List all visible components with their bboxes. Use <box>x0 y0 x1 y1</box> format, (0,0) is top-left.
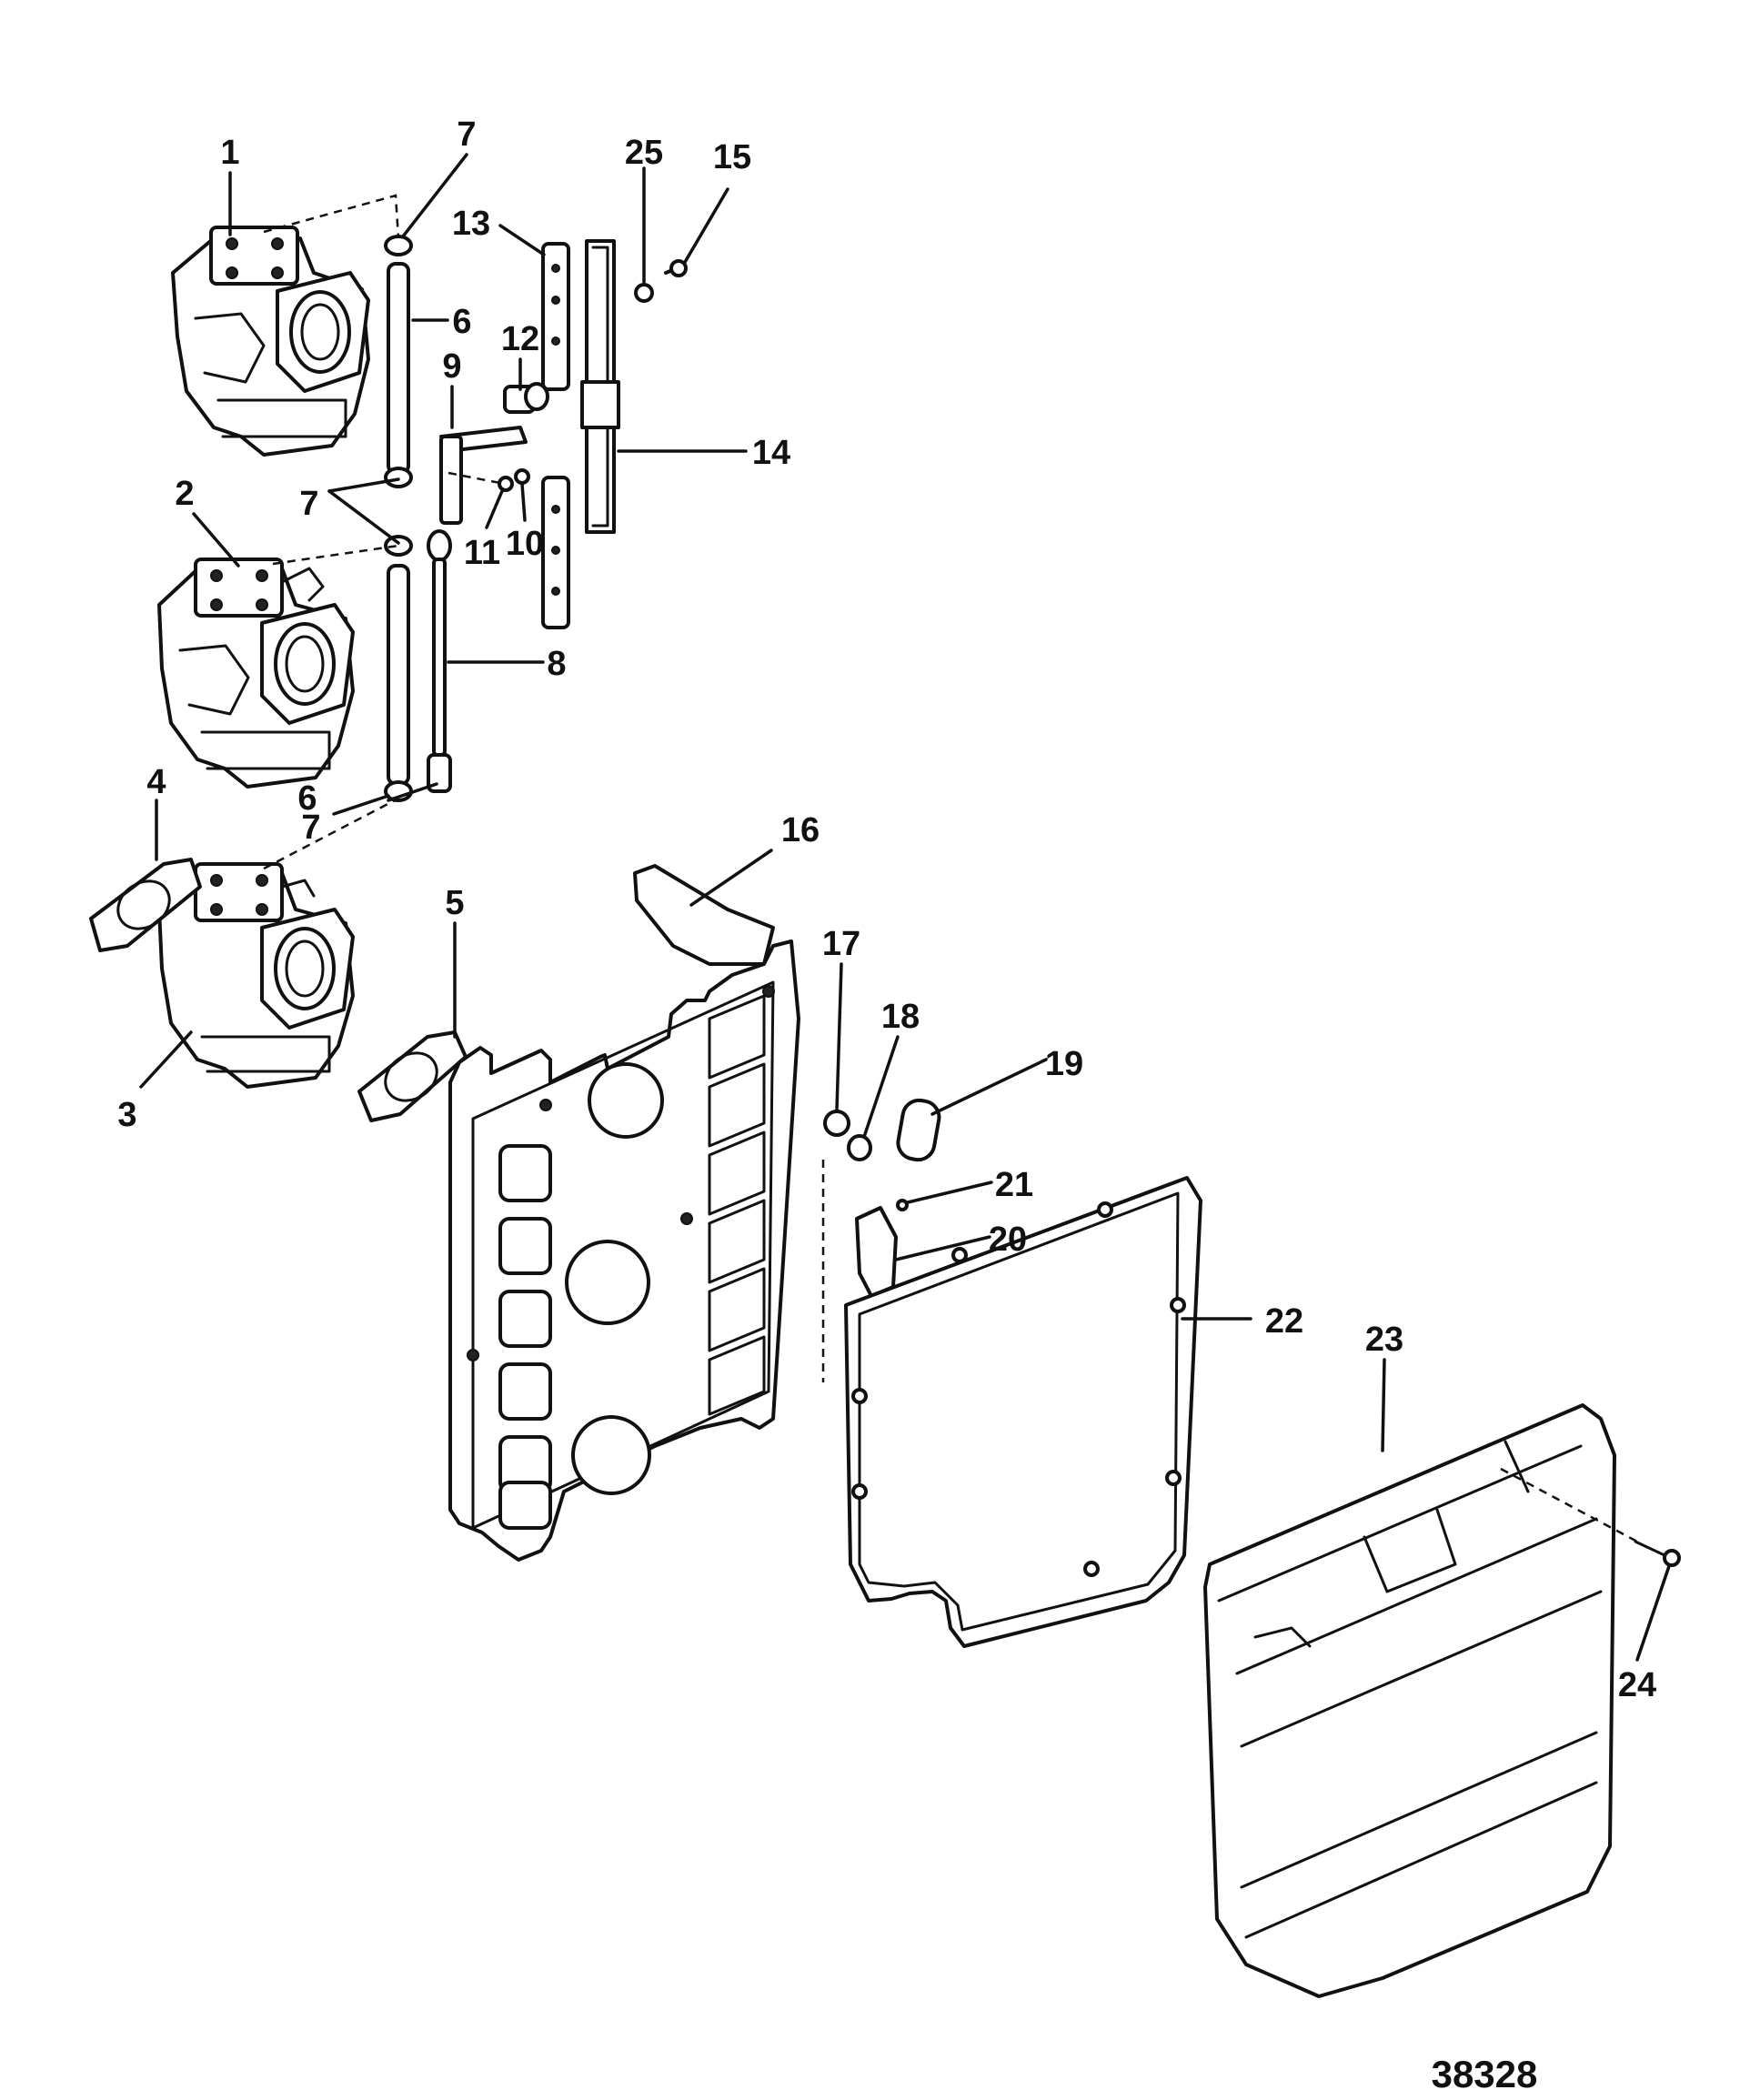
lever-arm-9 <box>439 426 528 525</box>
callout-17: 17 <box>822 925 860 963</box>
nut-18 <box>847 1134 872 1161</box>
callout-16: 16 <box>781 811 820 849</box>
intake-cover <box>1203 1403 1616 1998</box>
callout-7-top: 7 <box>457 116 476 154</box>
callout-9: 9 <box>442 347 461 386</box>
plug-19 <box>896 1098 941 1162</box>
callout-7-bottom: 7 <box>301 809 320 847</box>
callout-12: 12 <box>501 320 539 358</box>
callout-23: 23 <box>1365 1321 1403 1359</box>
link-bar-13-upper <box>541 242 570 391</box>
channel-bar-14 <box>580 239 620 534</box>
screw-24 <box>1634 1540 1681 1567</box>
callout-3: 3 <box>117 1096 136 1134</box>
callout-22: 22 <box>1265 1302 1303 1341</box>
callout-19: 19 <box>1045 1045 1083 1083</box>
nut-11 <box>498 476 514 492</box>
callout-labels: 1 2 3 4 5 6 6 7 7 7 8 9 10 11 12 13 14 1… <box>117 116 1656 1704</box>
screw-21 <box>896 1199 909 1211</box>
callout-1: 1 <box>220 134 239 172</box>
callout-24: 24 <box>1618 1666 1656 1704</box>
callout-21: 21 <box>995 1166 1033 1204</box>
bushing-12 <box>503 382 549 414</box>
link-bar-13-lower <box>541 476 570 629</box>
screw-15 <box>664 259 688 277</box>
callout-11: 11 <box>464 534 500 572</box>
callout-7-middle: 7 <box>299 485 318 523</box>
callout-10: 10 <box>506 525 544 563</box>
gasket-22 <box>844 1176 1202 1648</box>
callout-20: 20 <box>989 1221 1027 1259</box>
figure-number: 38328 <box>1432 2053 1538 2095</box>
port-bosses <box>498 1144 552 1530</box>
tube-caps <box>384 235 413 802</box>
gasket-4 <box>89 858 202 952</box>
callout-5: 5 <box>445 884 464 922</box>
callout-18: 18 <box>881 998 920 1036</box>
callout-14: 14 <box>752 434 790 472</box>
plate-20 <box>855 1206 898 1298</box>
intake-manifold <box>448 864 800 1562</box>
reed-block-fins <box>708 994 766 1416</box>
callout-15: 15 <box>713 138 751 176</box>
carburetor-middle <box>157 558 355 789</box>
callout-2: 2 <box>175 475 194 513</box>
carburetor-bottom <box>157 862 355 1089</box>
callout-4: 4 <box>146 763 166 801</box>
washer-25 <box>634 283 654 303</box>
callout-6-lower: 6 <box>297 779 317 818</box>
fuel-tube-lower <box>387 564 410 786</box>
callout-25: 25 <box>625 134 663 172</box>
callout-13: 13 <box>452 205 490 243</box>
callout-8: 8 <box>547 645 566 683</box>
leader-lines <box>139 153 1671 1662</box>
throttle-link-rod <box>427 529 452 793</box>
washer-10 <box>514 468 530 485</box>
callout-6-upper: 6 <box>452 303 471 341</box>
fuel-tube-upper <box>387 262 410 475</box>
carburetor-top <box>171 226 370 457</box>
washer-17 <box>823 1110 850 1137</box>
